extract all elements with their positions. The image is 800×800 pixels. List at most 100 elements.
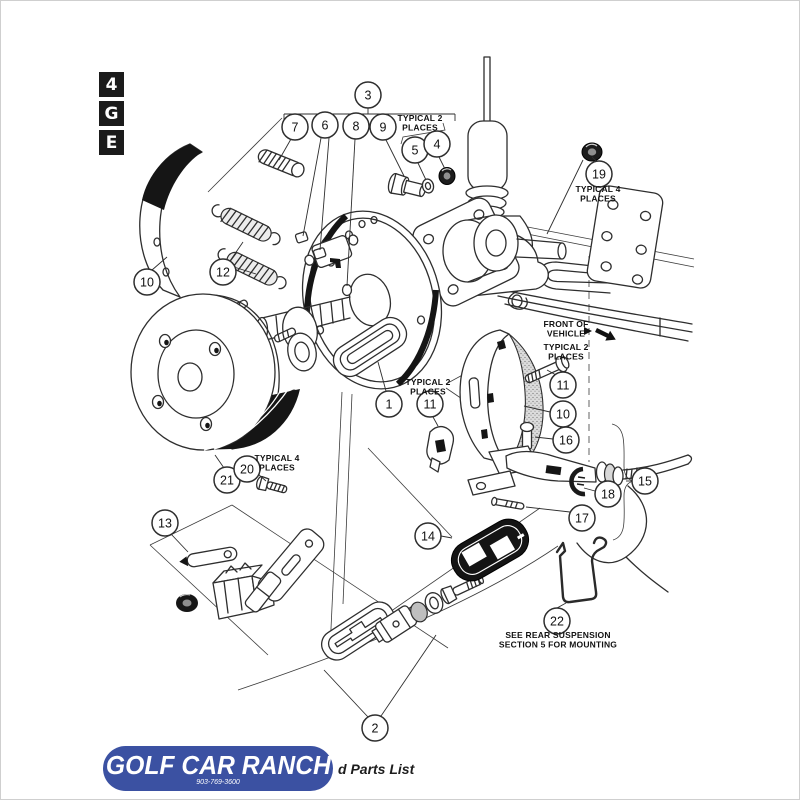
spring-clips	[294, 231, 327, 260]
svg-text:11: 11	[557, 378, 570, 392]
cotter-pin	[491, 496, 525, 510]
brake-lever-assembly	[467, 445, 693, 593]
anchor-mark	[330, 258, 341, 268]
parts-list-caption: d Parts List	[338, 761, 415, 777]
callout-2: 2	[323, 634, 437, 742]
wheel-stud	[273, 327, 297, 343]
callout-22: 22	[543, 602, 571, 635]
brand-phone: 903-769-3600	[196, 778, 240, 786]
svg-text:19: 19	[592, 167, 606, 181]
callout-7: 7	[278, 113, 309, 161]
flange-nut	[581, 142, 603, 162]
svg-text:10: 10	[556, 407, 570, 421]
callout-13: 13	[151, 509, 189, 553]
callout-11-center: 11	[416, 390, 444, 427]
cable-lever	[179, 546, 238, 568]
callout-18: 18	[583, 480, 622, 508]
callout-19: 19	[546, 156, 613, 235]
sheet-tag-4: 4	[99, 72, 124, 97]
front-of-vehicle-arrow	[584, 327, 616, 341]
callout-3: 3	[283, 81, 456, 121]
svg-text:4: 4	[434, 137, 441, 151]
rim-lining-bottom	[395, 289, 439, 387]
svg-text:8: 8	[353, 119, 360, 133]
callout-10-left: 10	[133, 256, 168, 296]
svg-text:10: 10	[140, 275, 154, 289]
callout-5: 5	[401, 136, 429, 181]
callout-9: 9	[369, 113, 405, 177]
sheet-tag-g: G	[99, 101, 124, 126]
svg-text:9: 9	[380, 120, 387, 134]
bearing-flange	[412, 197, 567, 307]
brake-drum	[130, 293, 300, 451]
clevis-pin	[519, 421, 535, 450]
callout-4: 4	[423, 130, 451, 170]
callout-15: 15	[626, 467, 659, 495]
hex-nut	[438, 167, 456, 185]
callout-21: 21	[213, 454, 241, 494]
callout-1: 1	[375, 361, 403, 418]
mounting-plate	[586, 185, 664, 289]
brand-logo: GOLF CAR RANCH 903-769-3600	[103, 746, 333, 791]
svg-text:17: 17	[575, 511, 589, 525]
brand-name: GOLF CAR RANCH	[105, 749, 331, 780]
drum-stud-hole	[151, 394, 165, 410]
sheet-index-tags: 4 G E	[99, 72, 124, 155]
drum-shaded-band	[197, 389, 300, 451]
drum-stud-hole	[158, 333, 172, 349]
drum-stud-hole	[208, 341, 222, 357]
grommet	[176, 594, 198, 612]
svg-text:3: 3	[365, 88, 372, 102]
e-clip	[569, 466, 586, 497]
callout-12: 12	[209, 241, 257, 286]
retainer-clip	[426, 425, 455, 473]
brake-lining-left	[142, 144, 202, 210]
callout-6: 6	[302, 111, 339, 251]
callout-16: 16	[534, 426, 580, 454]
cup-washer	[424, 592, 444, 614]
svg-text:20: 20	[240, 462, 254, 476]
anchor-bolt	[524, 355, 570, 384]
return-springs	[211, 204, 287, 290]
flat-clip	[244, 571, 282, 613]
svg-text:12: 12	[216, 265, 230, 279]
adjuster	[341, 283, 353, 297]
frame-and-leaf-spring	[497, 261, 693, 342]
svg-text:22: 22	[550, 614, 564, 628]
cup-washer	[410, 601, 428, 623]
svg-text:2: 2	[372, 721, 379, 735]
drum-stud-hole	[199, 416, 213, 432]
svg-text:16: 16	[559, 433, 573, 447]
adjuster-plate-group	[320, 518, 530, 661]
svg-text:7: 7	[292, 120, 299, 134]
slotted-plate	[320, 601, 396, 661]
cable-bracket-group	[176, 528, 325, 620]
svg-text:15: 15	[638, 474, 652, 488]
callout-8: 8	[342, 112, 370, 287]
svg-text:13: 13	[158, 516, 172, 530]
callout-17: 17	[525, 504, 596, 532]
svg-text:11: 11	[424, 397, 437, 411]
rubber-gasket	[450, 518, 530, 582]
backing-plate-slot	[332, 316, 408, 378]
svg-text:6: 6	[322, 118, 329, 132]
mount-bolt	[255, 475, 288, 494]
svg-text:1: 1	[386, 397, 393, 411]
svg-text:14: 14	[421, 529, 435, 543]
shoulder-bolt	[387, 172, 427, 198]
svg-text:21: 21	[220, 473, 234, 487]
lock-washer	[421, 178, 435, 194]
callout-11-right: 11	[546, 369, 577, 399]
brake-shoe-left	[139, 143, 203, 298]
cable-guide-bracket	[555, 536, 608, 604]
callout-20: 20	[233, 455, 267, 483]
stud-bolt	[257, 149, 305, 178]
